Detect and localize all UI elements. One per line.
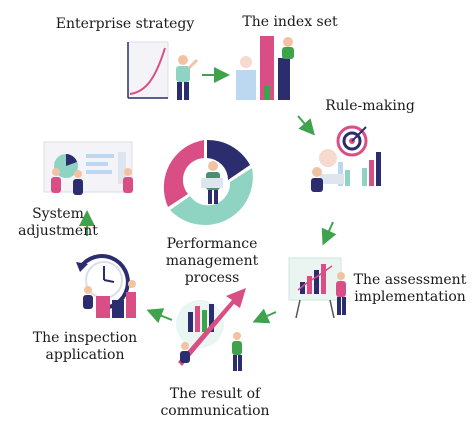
arrow-assessment-to-result bbox=[252, 308, 277, 324]
assessment-illustration bbox=[288, 257, 346, 319]
step-label-rule-making: Rule-making bbox=[320, 98, 420, 115]
arrow-result-to-inspection bbox=[146, 308, 173, 324]
step-label-inspection-application: The inspection application bbox=[20, 330, 150, 364]
step-label-line: System bbox=[32, 206, 84, 222]
center-label-line: Performance bbox=[166, 236, 258, 252]
step-label-system-adjustment: System adjustment bbox=[18, 206, 98, 240]
center-label-line: management bbox=[165, 253, 259, 269]
result-communication-illustration bbox=[176, 288, 246, 371]
step-label-line: The assessment bbox=[353, 272, 467, 288]
index-set-illustration bbox=[236, 36, 294, 100]
system-adjustment-illustration bbox=[43, 141, 133, 195]
step-label-assessment-implementation: The assessment implementation bbox=[350, 272, 470, 306]
step-label-line: The index set bbox=[242, 14, 338, 30]
center-label: Performance management process bbox=[152, 236, 272, 287]
arrow-index-to-rule bbox=[297, 115, 315, 136]
step-label-line: application bbox=[45, 347, 125, 363]
enterprise-strategy-illustration bbox=[127, 41, 199, 100]
arrow-rule-to-assessment bbox=[321, 221, 337, 246]
inspection-illustration bbox=[76, 254, 136, 318]
center-donut-chart bbox=[163, 139, 253, 225]
flow-arrows bbox=[79, 67, 337, 324]
step-label-line: communication bbox=[160, 403, 270, 419]
center-label-line: process bbox=[184, 270, 240, 286]
step-label-line: adjustment bbox=[18, 223, 98, 239]
step-label-index-set: The index set bbox=[240, 14, 340, 31]
rule-making-illustration bbox=[311, 125, 381, 192]
step-label-result-communication: The result of communication bbox=[150, 386, 280, 420]
step-label-enterprise-strategy: Enterprise strategy bbox=[50, 16, 200, 33]
step-label-line: Enterprise strategy bbox=[55, 16, 195, 32]
step-label-line: The result of bbox=[169, 386, 261, 402]
step-label-line: Rule-making bbox=[325, 98, 415, 114]
step-label-line: The inspection bbox=[32, 330, 138, 346]
step-label-line: implementation bbox=[354, 289, 466, 305]
